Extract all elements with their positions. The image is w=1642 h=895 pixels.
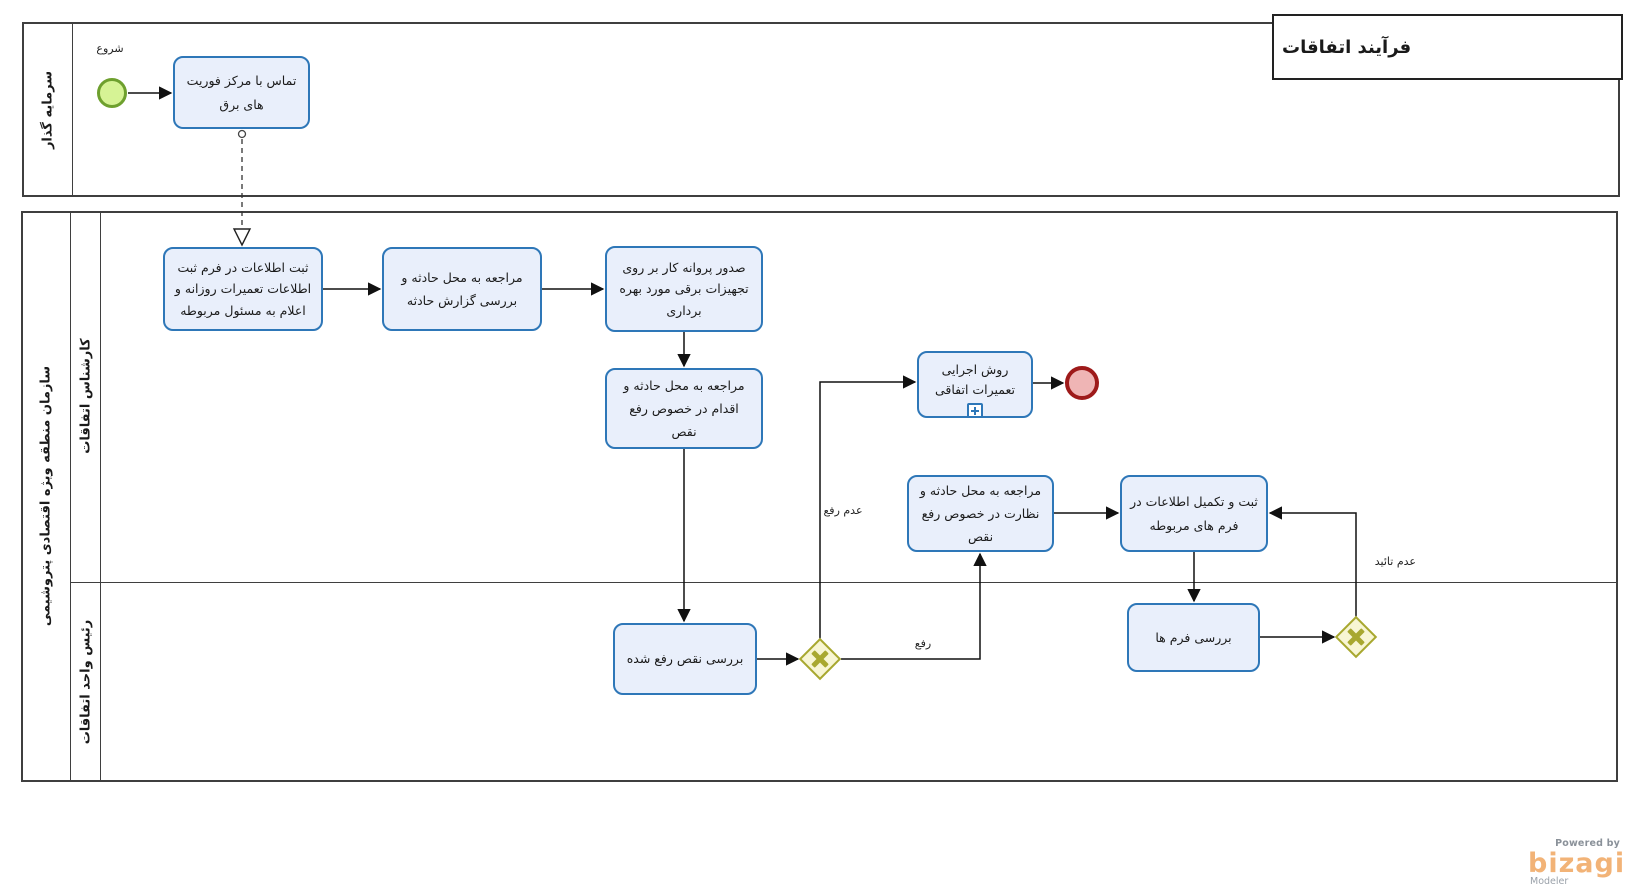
powered-by-text: Powered by (1555, 838, 1620, 849)
pool-organization (21, 211, 1618, 782)
process-title-box: فرآیند اتفاقات (1272, 14, 1623, 80)
process-title: فرآیند اتفاقات (1282, 36, 1412, 58)
message-flow-call-to-register (232, 129, 252, 247)
lane-divider (70, 582, 1618, 583)
task-visit-site-fix-defect[interactable]: مراجعه به محل حادثه و اقدام در خصوص رفع … (605, 368, 763, 449)
task-review-forms[interactable]: بررسی فرم ها (1127, 603, 1260, 672)
subprocess-plus-icon[interactable] (967, 403, 983, 418)
gateway-forms-approved-x-icon (1341, 622, 1371, 652)
start-event-label: شروع (96, 42, 124, 55)
gateway-defect-resolved-x-icon (805, 644, 835, 674)
edge-label-resolved: رفع (914, 637, 932, 650)
subprocess-incidental-repairs-procedure[interactable]: روش اجرایی تعمیرات اتفاقی (917, 351, 1033, 418)
end-event[interactable] (1065, 366, 1099, 400)
task-register-repair-info[interactable]: ثبت اطلاعات در فرم ثبت اطلاعات تعمیرات ر… (163, 247, 323, 331)
flow-gateway1-resolved (841, 552, 987, 660)
pool-investor (22, 22, 1620, 197)
bizagi-watermark: Powered by bizagi Modeler (1528, 838, 1626, 887)
lane-label-divider (100, 211, 101, 782)
edge-label-not-approved: عدم تائید (1374, 555, 1416, 568)
task-issue-work-permit[interactable]: صدور پروانه کار بر روی تجهیزات برقی مورد… (605, 246, 763, 332)
flow-gateway2-not-approved (1268, 506, 1357, 617)
pool-organization-label-divider (70, 211, 71, 782)
task-visit-site-supervise-fix[interactable]: مراجعه به محل حادثه و نظارت در خصوص رفع … (907, 475, 1054, 552)
flow-gateway1-not-resolved (819, 375, 917, 639)
pool-investor-label-divider (72, 22, 73, 197)
task-visit-site-review-report[interactable]: مراجعه به محل حادثه و بررسی گزارش حادثه (382, 247, 542, 331)
task-call-power-emergency-center[interactable]: تماس با مرکز فوریت های برق (173, 56, 310, 129)
modeler-text: Modeler (1530, 875, 1569, 887)
edge-label-not-resolved: عدم رفع (823, 504, 863, 517)
bizagi-logo: bizagi (1528, 847, 1626, 879)
task-review-resolved-defect[interactable]: بررسی نقص رفع شده (613, 623, 757, 695)
task-complete-related-forms[interactable]: ثبت و تکمیل اطلاعات در فرم های مربوطه (1120, 475, 1268, 552)
start-event[interactable] (97, 78, 127, 108)
